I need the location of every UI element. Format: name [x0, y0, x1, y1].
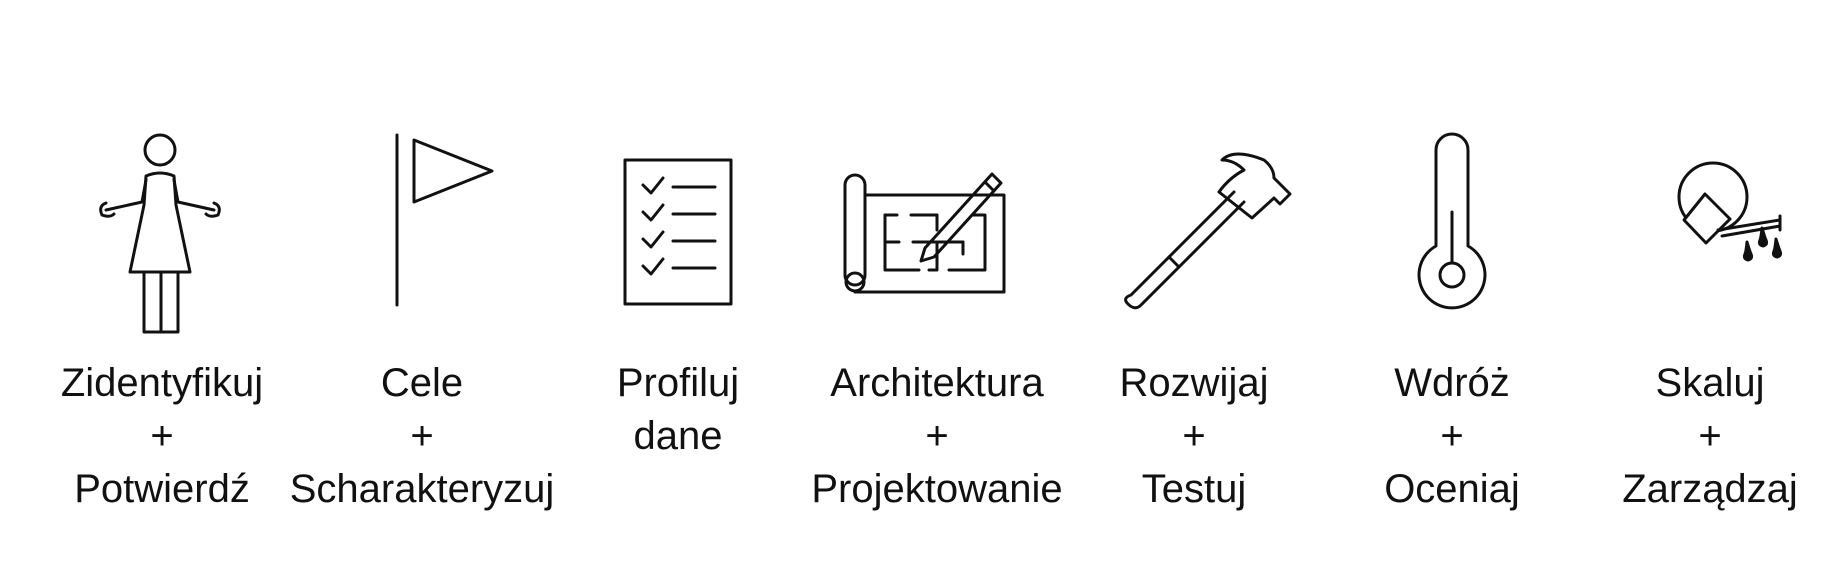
step-label-line: Potwierdź	[74, 467, 250, 511]
step-label: Architektura + Projektowanie	[787, 357, 1087, 516]
step-label-line: +	[150, 414, 174, 458]
step-label-line: +	[1440, 414, 1464, 458]
step-label: Zidentyfikuj + Potwierdź	[12, 357, 312, 516]
step-goals: Cele + Scharakteryzuj	[272, 0, 572, 576]
step-label-line: Wdróż	[1394, 361, 1510, 405]
watering-can-icon	[1610, 130, 1810, 340]
step-label-line: +	[1182, 414, 1206, 458]
step-profile: Profiluj dane	[528, 0, 828, 576]
step-label-line: Cele	[380, 361, 464, 405]
step-label-line: Projektowanie	[811, 467, 1063, 511]
step-label-line: Architektura	[830, 361, 1044, 405]
step-label: Skaluj + Zarządzaj	[1560, 357, 1837, 516]
flag-icon	[322, 130, 522, 340]
step-label: Rozwijaj + Testuj	[1044, 357, 1344, 516]
blueprint-icon	[837, 130, 1037, 340]
step-develop: Rozwijaj + Testuj	[1044, 0, 1344, 576]
step-label: Cele + Scharakteryzuj	[272, 357, 572, 516]
step-label: Wdróż + Oceniaj	[1302, 357, 1602, 516]
thermometer-icon	[1352, 130, 1552, 340]
step-architecture: Architektura + Projektowanie	[787, 0, 1087, 576]
step-label-line: Profiluj	[616, 361, 740, 405]
step-label-line: Rozwijaj	[1119, 361, 1269, 405]
step-label-line: Scharakteryzuj	[289, 467, 555, 511]
person-icon	[62, 130, 262, 340]
step-label-line: Oceniaj	[1384, 467, 1520, 511]
checklist-icon	[578, 130, 778, 340]
step-deploy: Wdróż + Oceniaj	[1302, 0, 1602, 576]
step-label-line: Testuj	[1141, 467, 1247, 511]
step-label-line: Skaluj	[1655, 361, 1765, 405]
step-label: Profiluj dane	[528, 357, 828, 463]
hammer-icon	[1094, 130, 1294, 340]
step-label-line: Zidentyfikuj	[60, 361, 264, 405]
step-label-line: +	[925, 414, 949, 458]
step-label-line: +	[1698, 414, 1722, 458]
step-identify: Zidentyfikuj + Potwierdź	[12, 0, 312, 576]
step-label-line: +	[410, 414, 434, 458]
step-label-line: dane	[633, 414, 723, 458]
step-label-line: Zarządzaj	[1622, 467, 1798, 511]
step-scale: Skaluj + Zarządzaj	[1560, 0, 1837, 576]
